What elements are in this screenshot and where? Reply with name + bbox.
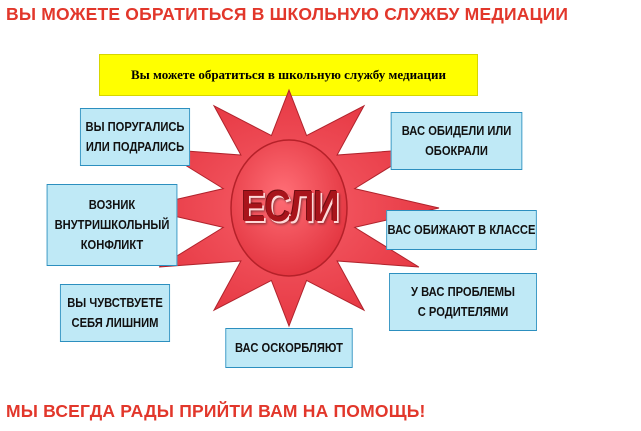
situation-school-conflict: ВОЗНИК ВНУТРИШКОЛЬНЫЙ КОНФЛИКТ xyxy=(46,184,178,266)
page-headline: ВЫ МОЖЕТЕ ОБРАТИТЬСЯ В ШКОЛЬНУЮ СЛУЖБУ М… xyxy=(6,4,569,24)
page-footer: МЫ ВСЕГДА РАДЫ ПРИЙТИ ВАМ НА ПОМОЩЬ! xyxy=(6,401,426,421)
banner-text: Вы можете обратиться в школьную службу м… xyxy=(130,67,447,82)
situation-quarrel: ВЫ ПОРУГАЛИСЬ ИЛИ ПОДРАЛИСЬ xyxy=(79,108,191,166)
situation-offended-or-robbed: ВАС ОБИДЕЛИ ИЛИ ОБОКРАЛИ xyxy=(390,112,523,170)
situation-feel-superfluous: ВЫ ЧУВСТВУЕТЕ СЕБЯ ЛИШНИМ xyxy=(59,284,171,342)
situation-bullied-in-class: ВАС ОБИЖАЮТ В КЛАССЕ xyxy=(386,210,537,250)
center-label: ЕСЛИ xyxy=(241,182,339,231)
situation-insulted: ВАС ОСКОРБЛЯЮТ xyxy=(225,328,353,368)
star-center-circle xyxy=(230,139,348,277)
situation-parent-problems: У ВАС ПРОБЛЕМЫ С РОДИТЕЛЯМИ xyxy=(389,273,537,331)
